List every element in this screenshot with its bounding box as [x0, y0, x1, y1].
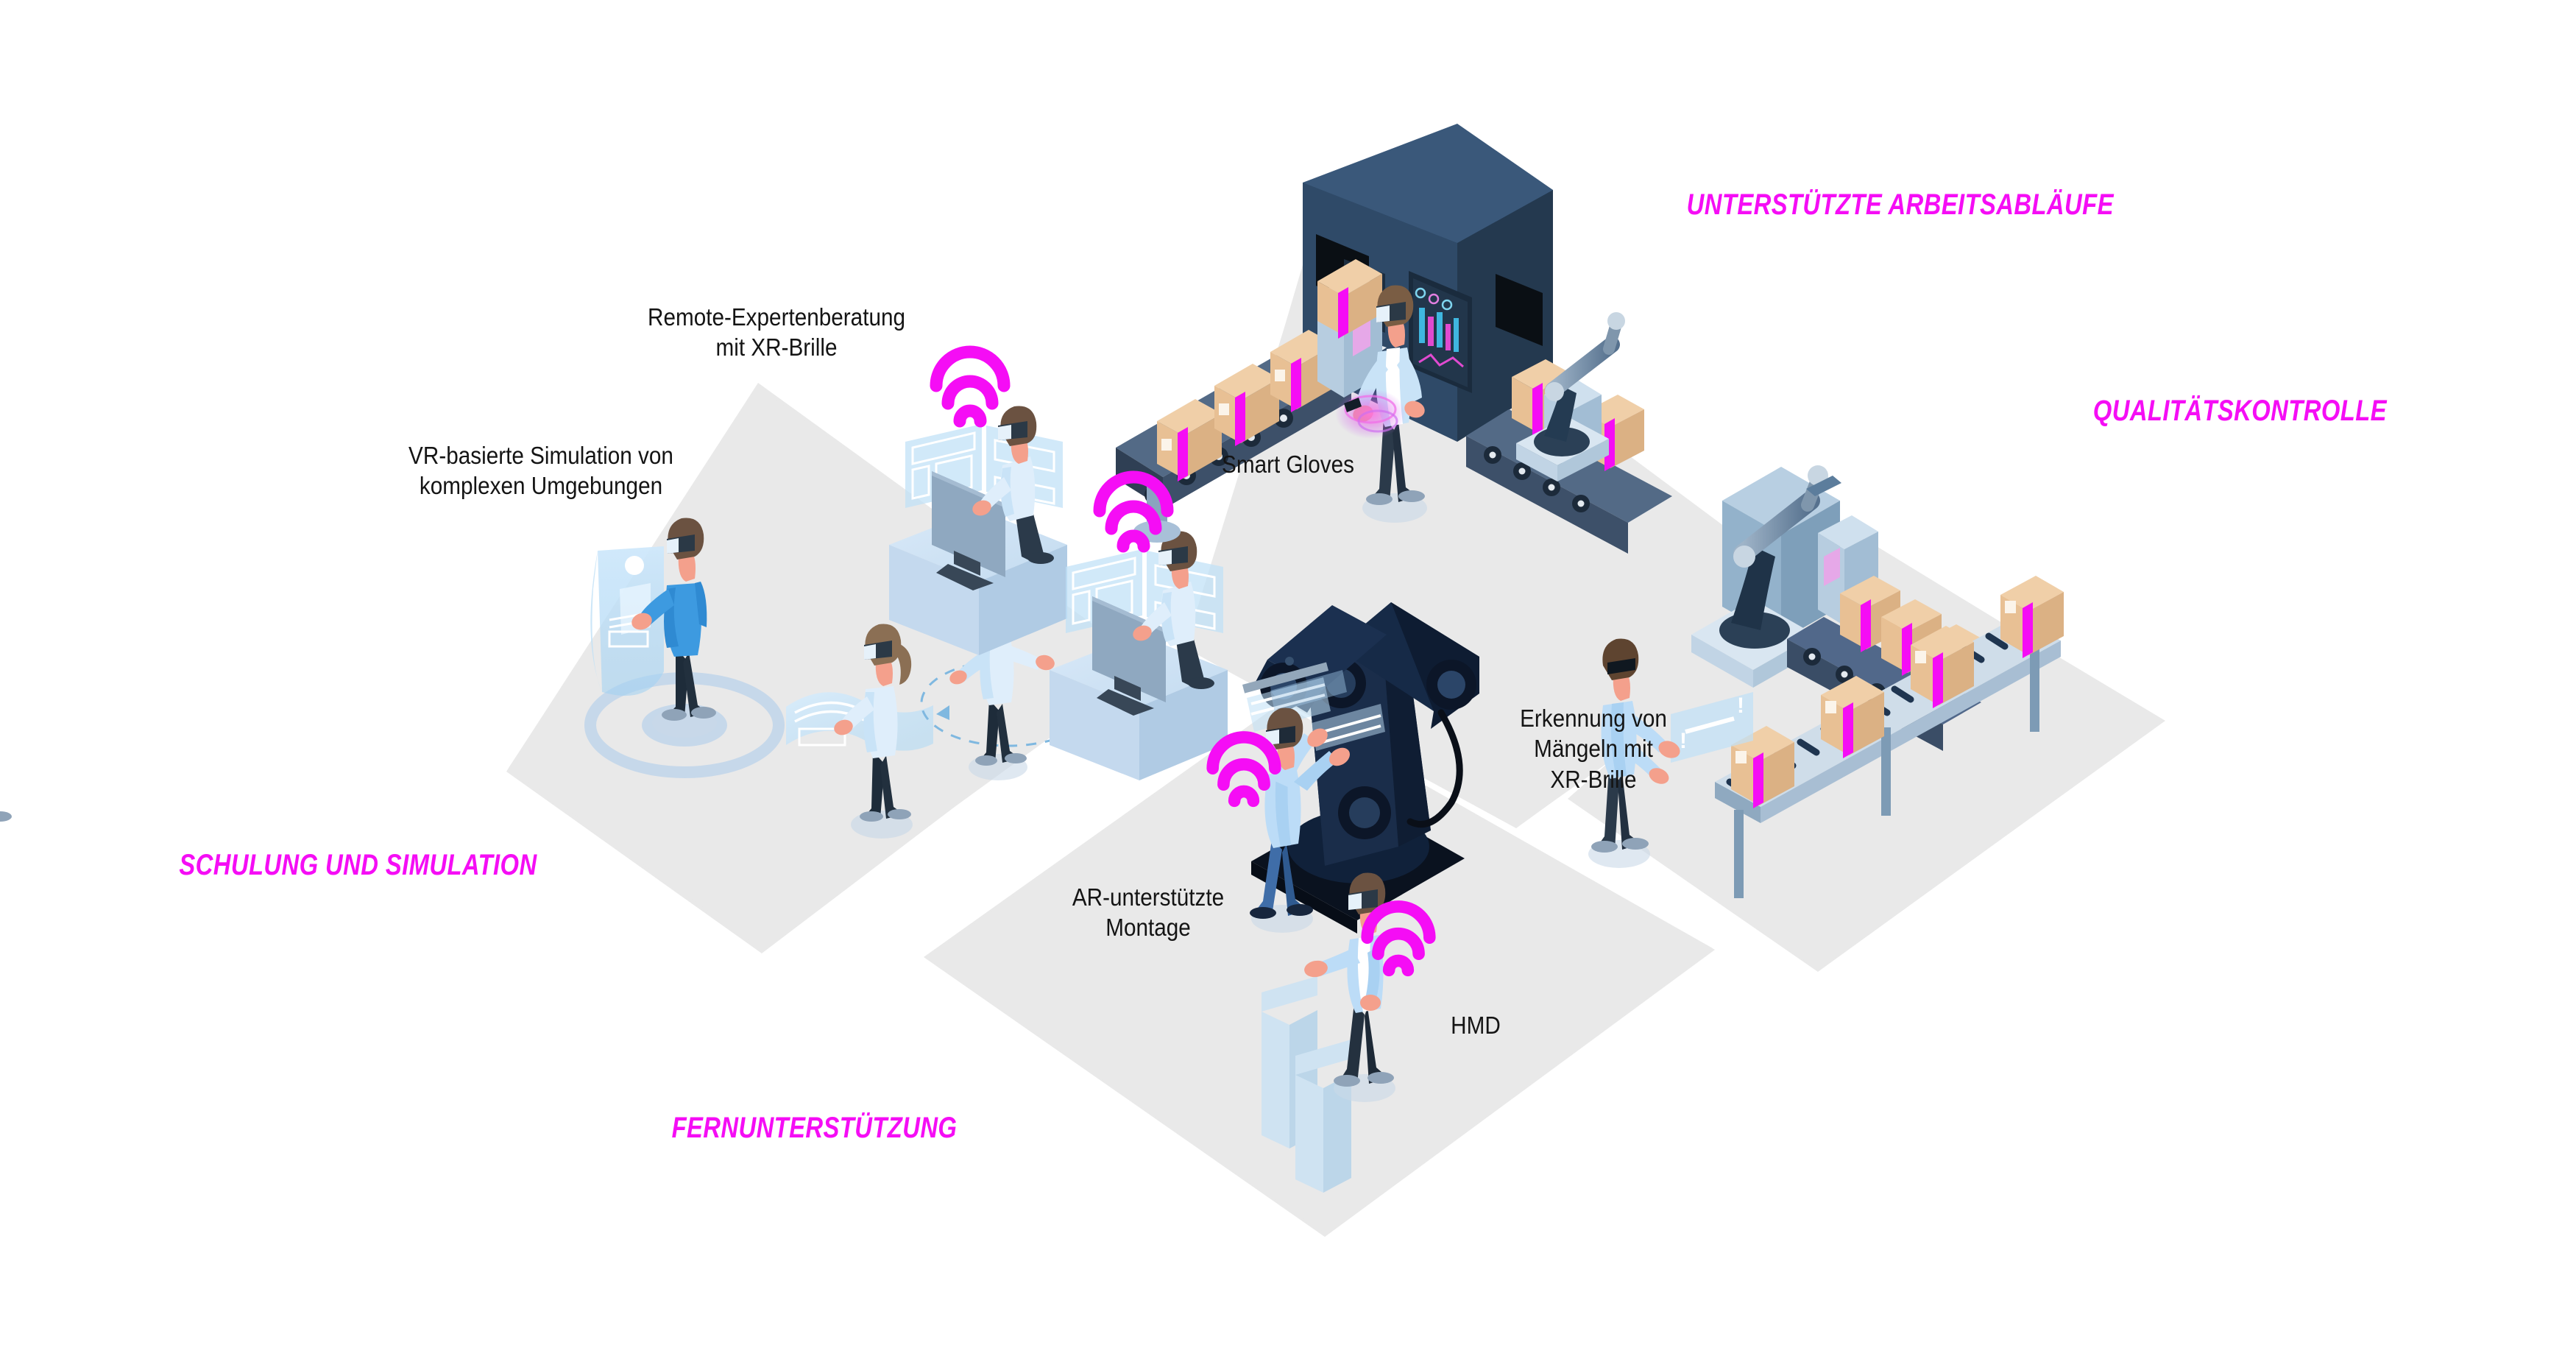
- wifi-icon: [930, 345, 1011, 428]
- cardboard-boxes-belt-left: [1157, 330, 1335, 481]
- robot-arm-pick-2: [1691, 465, 1841, 688]
- remote-expert-desks: [889, 406, 1228, 780]
- category-label-arbeitsablaeufe: UNTERSTÜTZTE ARBEITSABLÄUFE: [1686, 188, 2114, 221]
- person-vr-ribbon-screen: [0, 624, 933, 839]
- person-ar-assembly: [1250, 708, 1350, 933]
- annotation-remote-expert: Remote-Expertenberatung mit XR-Brille: [647, 303, 906, 361]
- person-vr-curved-screen: [631, 518, 717, 738]
- conveyor-belt-left: [1116, 330, 1351, 543]
- category-label-qualitaetskontrolle: QUALITÄTSKONTROLLE: [2092, 395, 2387, 427]
- dashboard-screen: [1409, 271, 1472, 393]
- annotation-vr-simulation: VR-basierte Simulation von komplexen Umg…: [408, 442, 673, 500]
- remote-desk-1: [889, 406, 1067, 655]
- wifi-icon: [1093, 470, 1174, 553]
- workflow-scene: [1116, 124, 1672, 554]
- hmd-scene: [1262, 872, 1395, 1193]
- svg-text:!: !: [1737, 694, 1744, 718]
- training-scene: [0, 518, 1097, 839]
- robot-arm-large: [1242, 602, 1479, 934]
- ar-assembly-scene: [1242, 602, 1479, 934]
- ar-hologram-overlay: [1247, 670, 1385, 751]
- roller-conveyor: [1715, 576, 2064, 898]
- hmd-parts-stack: [1262, 976, 1351, 1193]
- annotation-ar-assembly: AR-unterstützte Montage: [1072, 883, 1225, 942]
- annotation-hmd: HMD: [1451, 1012, 1501, 1039]
- person-smart-gloves: [1335, 285, 1427, 523]
- wifi-icon-group: [930, 345, 1436, 977]
- quality-scene: ! !: [1588, 465, 2064, 898]
- scanner-station-left: [1317, 259, 1382, 398]
- annotation-defect-detection: Erkennung von Mängeln mit XR-Brille: [1520, 705, 1667, 793]
- remote-desk-2: [1050, 531, 1228, 780]
- person-quality-inspector: [1588, 638, 1680, 868]
- svg-text:!: !: [1680, 729, 1687, 753]
- panel-training-face: [509, 388, 1150, 947]
- ar-defect-alert: ! !: [1671, 692, 1753, 763]
- category-label-schulung: SCHULUNG UND SIMULATION: [179, 849, 537, 881]
- category-label-fernunterstuetzung: FERNUNTERSTÜTZUNG: [671, 1112, 958, 1144]
- annotation-smart-gloves: Smart Gloves: [1222, 451, 1354, 478]
- wifi-icon: [1361, 900, 1436, 977]
- robot-arm-pick-1: [1516, 312, 1625, 481]
- wifi-icon: [1206, 731, 1281, 808]
